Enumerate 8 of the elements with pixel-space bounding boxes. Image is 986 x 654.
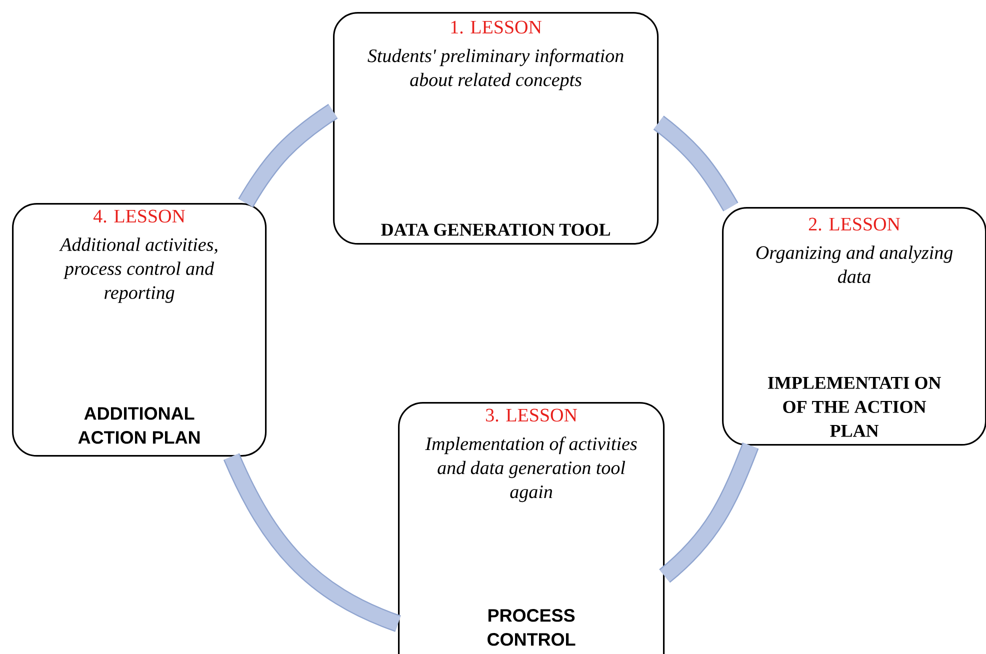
ring-segment — [653, 116, 738, 212]
ring-segment — [224, 453, 402, 632]
lesson-box: 3. LESSON Implementation of activities and data generation tool again PROCESS CONTROL — [398, 402, 665, 654]
ring-segment — [238, 104, 338, 208]
lesson-box: 2. LESSON Organizing and analyzing data IMPLEMENTATI ON OF THE ACTION PLAN — [722, 207, 986, 446]
lesson-box: 1. LESSON Students' preliminary information about related concepts DATA GENERATION TOOL — [333, 12, 659, 245]
ring-segment — [658, 442, 759, 583]
lesson-box: 4. LESSON Additional activities, process control and reporting ADDITIONAL ACTION PLAN — [12, 203, 267, 457]
